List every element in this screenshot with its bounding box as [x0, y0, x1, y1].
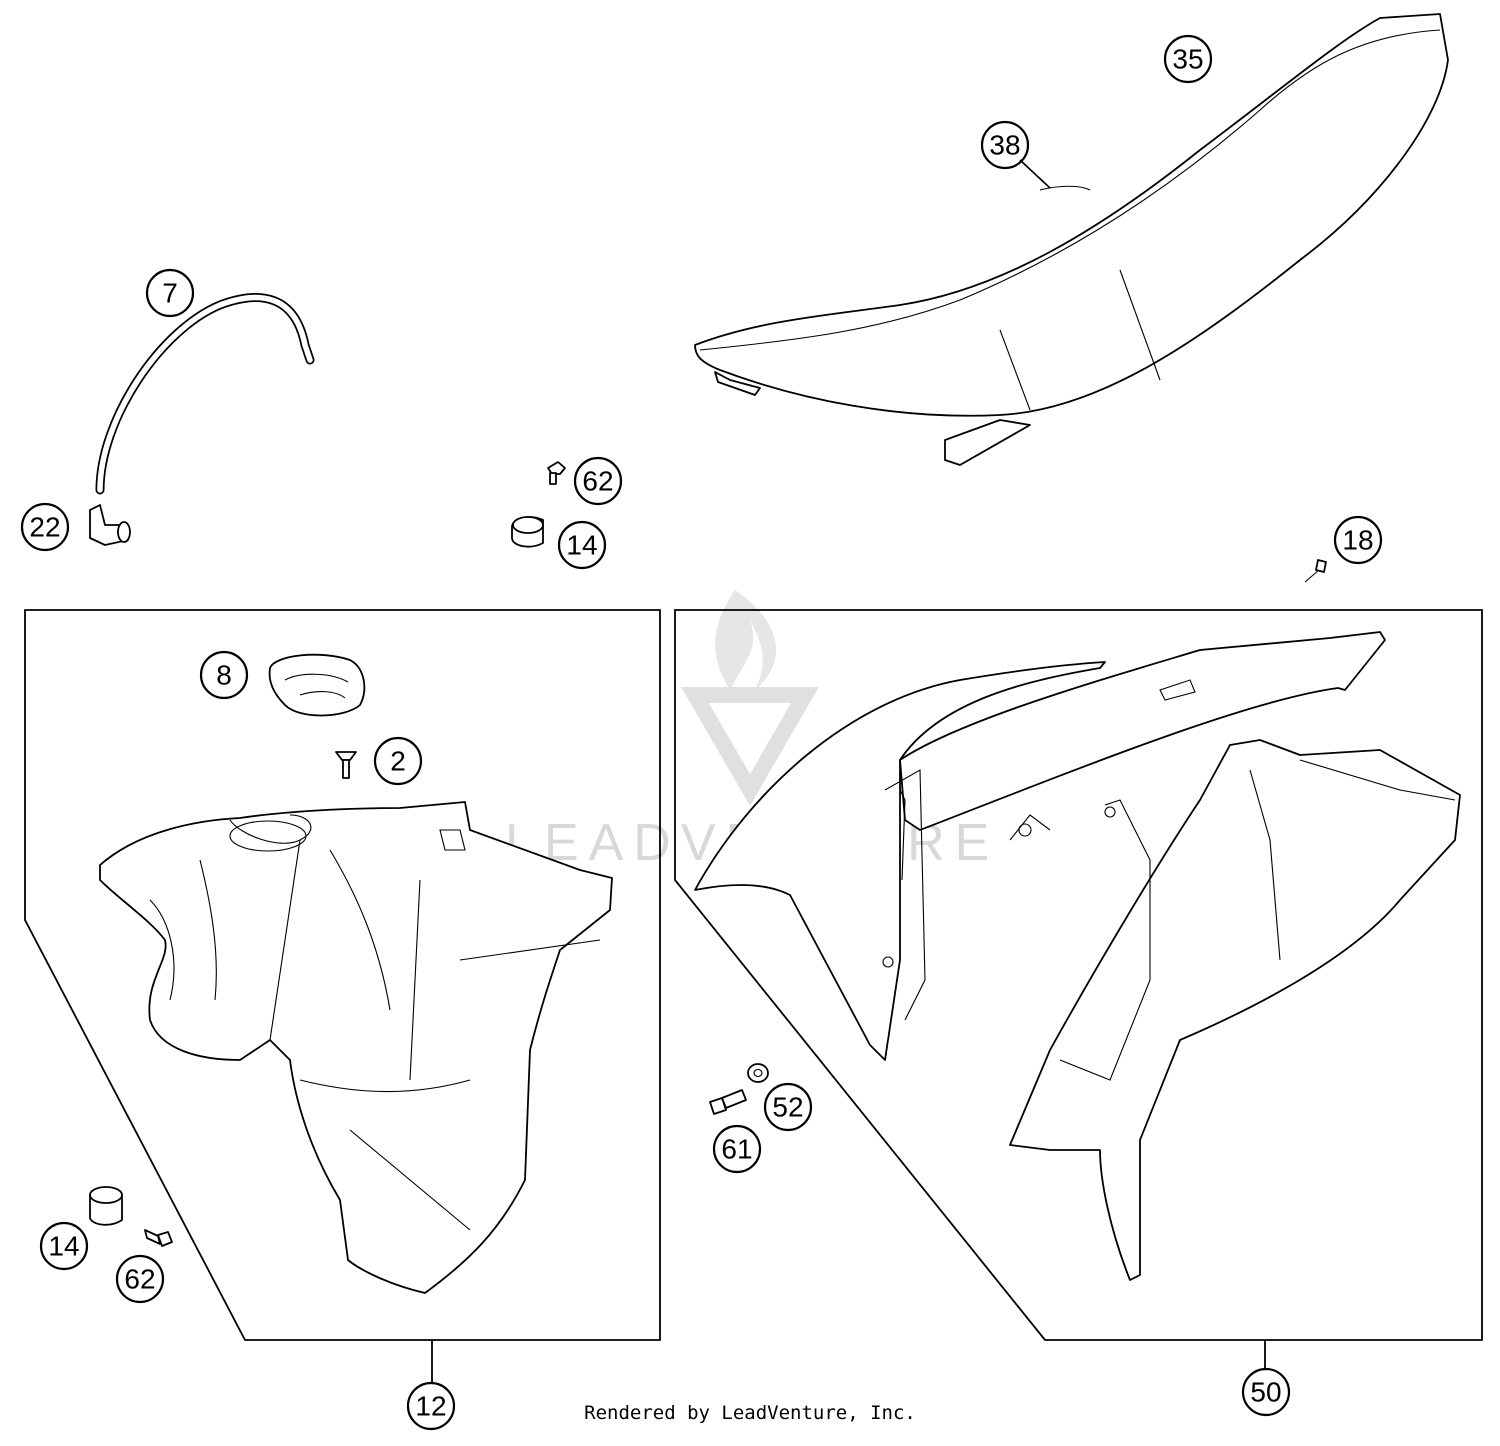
- callout-14-lower[interactable]: 14: [39, 1221, 89, 1271]
- callout-7[interactable]: 7: [145, 268, 195, 318]
- svg-text:22: 22: [29, 512, 60, 543]
- render-credit: Rendered by LeadVenture, Inc.: [584, 1402, 916, 1424]
- callout-62-upper[interactable]: 62: [573, 456, 623, 506]
- left-shroud-part: [694, 631, 1386, 1061]
- svg-text:62: 62: [582, 466, 613, 497]
- svg-text:8: 8: [216, 660, 232, 691]
- fuel-tank-part: [99, 801, 613, 1294]
- callout-52[interactable]: 52: [763, 1082, 813, 1132]
- svg-text:52: 52: [772, 1092, 803, 1123]
- callout-38[interactable]: 38: [980, 120, 1030, 170]
- callout-12[interactable]: 12: [406, 1381, 456, 1431]
- shroud-group-frame: [674, 609, 1483, 1341]
- right-shroud-part: [1009, 739, 1461, 1281]
- svg-text:50: 50: [1250, 1377, 1281, 1408]
- bolt-part-upper: [547, 461, 566, 485]
- fuel-cap-part: [268, 653, 366, 717]
- callout-62-lower[interactable]: 62: [115, 1254, 165, 1304]
- fuel-hose-part: [95, 293, 315, 495]
- svg-text:61: 61: [721, 1134, 752, 1165]
- bushing-part-lower: [89, 1186, 123, 1226]
- svg-text:14: 14: [566, 530, 597, 561]
- bolt-part-lower: [144, 1229, 173, 1247]
- svg-text:35: 35: [1172, 44, 1203, 75]
- bolt-part-18: [1304, 559, 1327, 583]
- svg-text:18: 18: [1342, 525, 1373, 556]
- svg-text:14: 14: [48, 1231, 79, 1262]
- callout-18[interactable]: 18: [1333, 515, 1383, 565]
- elbow-fitting-part: [89, 504, 131, 546]
- callout-50[interactable]: 50: [1241, 1367, 1291, 1417]
- callout-8[interactable]: 8: [199, 650, 249, 700]
- svg-text:38: 38: [989, 130, 1020, 161]
- callout-22[interactable]: 22: [20, 502, 70, 552]
- svg-text:12: 12: [415, 1391, 446, 1422]
- leader-38: [1019, 159, 1051, 189]
- seat-part: [694, 13, 1449, 466]
- screw-part-2: [335, 751, 357, 779]
- tank-group-frame: [24, 609, 661, 1341]
- bushing-part-upper: [511, 516, 544, 548]
- callout-35[interactable]: 35: [1163, 34, 1213, 84]
- svg-text:2: 2: [390, 746, 406, 777]
- svg-text:62: 62: [124, 1264, 155, 1295]
- bolt-part-61: [709, 1089, 747, 1115]
- callout-61[interactable]: 61: [712, 1124, 762, 1174]
- svg-text:7: 7: [162, 278, 178, 309]
- callout-2[interactable]: 2: [373, 736, 423, 786]
- callout-14-upper[interactable]: 14: [557, 520, 607, 570]
- washer-part-52: [747, 1063, 769, 1083]
